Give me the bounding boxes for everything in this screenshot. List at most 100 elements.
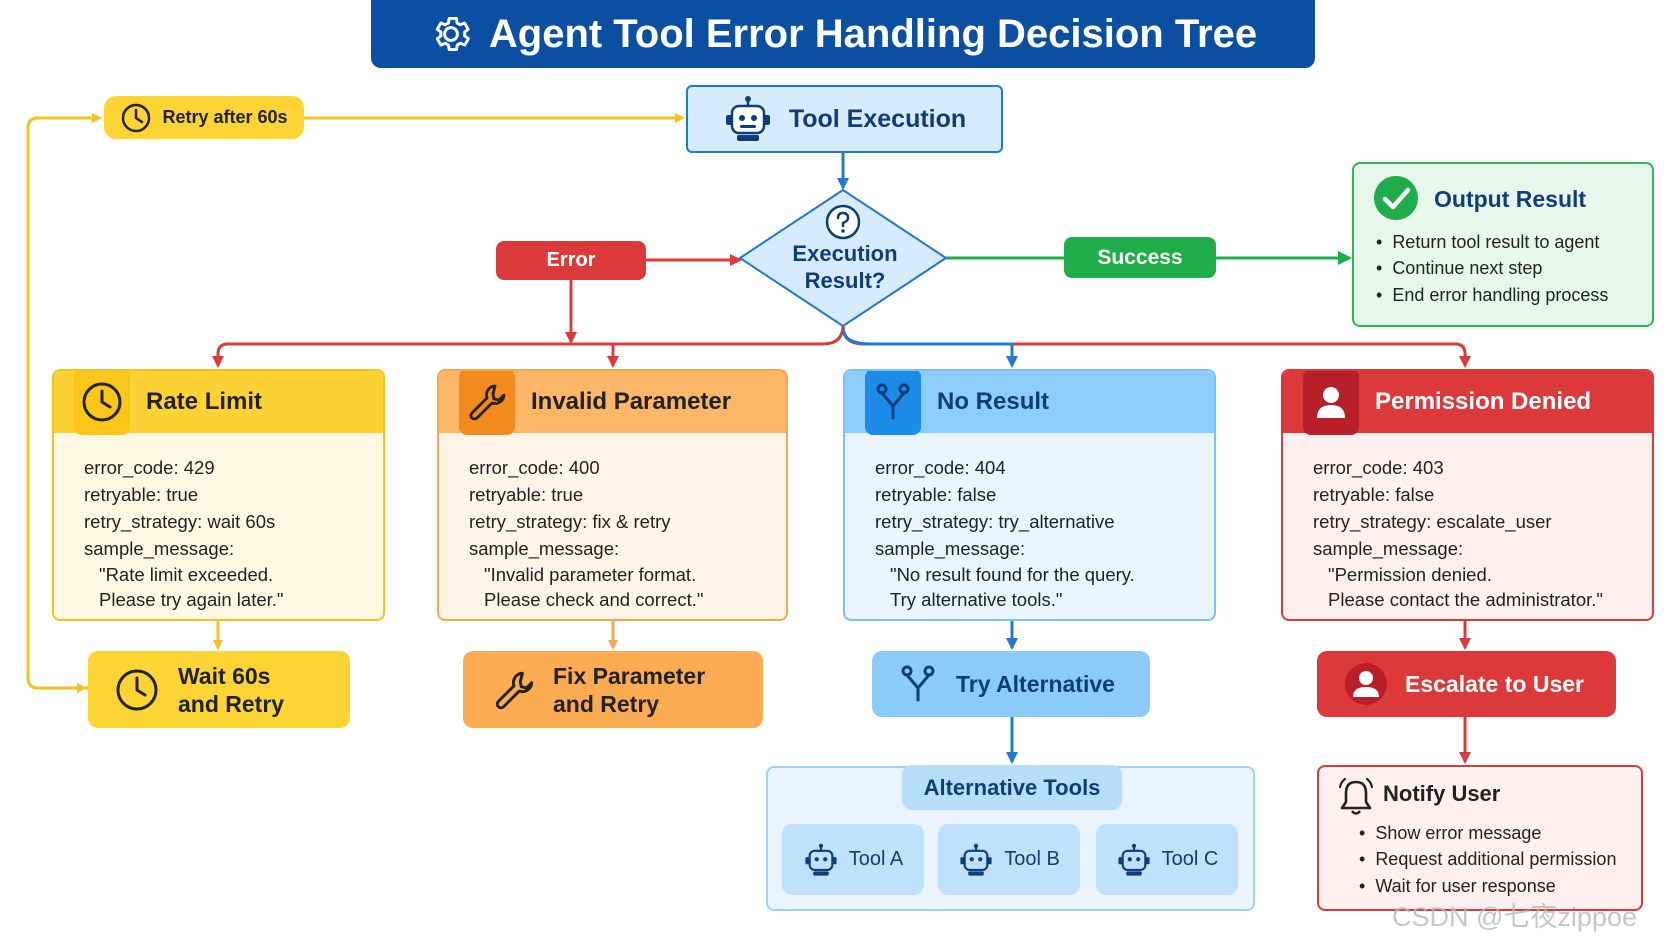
notify-list: Show error message Request additional pe… — [1359, 820, 1616, 900]
fix-line-1: Fix Parameter — [553, 662, 706, 689]
error-code: error_code: 404 — [875, 457, 1006, 478]
tool-execution-node: Tool Execution — [686, 85, 1003, 153]
escalate-to-user-node: Escalate to User — [1317, 651, 1616, 717]
escalate-label: Escalate to User — [1405, 671, 1584, 697]
decision-diamond — [738, 188, 948, 328]
retry-strategy: retry_strategy: fix & retry — [469, 511, 671, 532]
clock-icon — [122, 103, 151, 132]
error-code: error_code: 400 — [469, 457, 600, 478]
rate-limit-body: error_code: 429 retryable: true retry_st… — [84, 454, 283, 612]
tool-a-label: Tool A — [848, 848, 904, 870]
page-title: Agent Tool Error Handling Decision Tree — [488, 11, 1258, 56]
wrench-icon — [495, 671, 534, 709]
retry-after-pill: Retry after 60s — [104, 96, 304, 139]
output-result-node: Output Result Return tool result to agen… — [1352, 162, 1654, 327]
notify-title: Notify User — [1383, 781, 1501, 806]
bell-icon — [1338, 777, 1374, 815]
tool-b-node: Tool B — [938, 824, 1080, 895]
permission-denied-title: Permission Denied — [1375, 388, 1592, 415]
robot-icon — [805, 843, 837, 876]
sample-message-line: "No result found for the query. — [890, 564, 1135, 585]
sample-message-line: Try alternative tools." — [890, 589, 1063, 610]
tool-b-label: Tool B — [1004, 848, 1060, 870]
list-item: Continue next step — [1376, 256, 1608, 283]
check-icon — [1374, 176, 1418, 220]
no-result-card: No Result error_code: 404 retryable: fal… — [843, 369, 1216, 621]
try-alternative-node: Try Alternative — [872, 651, 1150, 717]
clock-icon — [116, 669, 158, 710]
error-label-pill: Error — [496, 241, 646, 280]
rate-limit-title: Rate Limit — [146, 388, 263, 415]
sample-message-line: Please contact the administrator." — [1328, 589, 1603, 610]
robot-icon — [1118, 843, 1150, 876]
tool-c-label: Tool C — [1161, 848, 1219, 870]
sample-message-line: Please try again later." — [99, 589, 284, 610]
tool-a-node: Tool A — [782, 824, 924, 895]
invalid-parameter-header: Invalid Parameter — [439, 371, 786, 435]
user-icon — [1345, 663, 1387, 705]
sample-message-line: Please check and correct." — [484, 589, 704, 610]
permission-denied-body: error_code: 403 retryable: false retry_s… — [1313, 454, 1603, 612]
no-result-title: No Result — [937, 388, 1050, 415]
rate-limit-header: Rate Limit — [54, 371, 383, 435]
decision-label: Execution Result? — [770, 240, 920, 294]
gear-icon — [435, 16, 470, 52]
branch-icon — [901, 665, 935, 702]
retryable: retryable: false — [1313, 484, 1435, 505]
alternative-tools-label: Alternative Tools — [902, 765, 1122, 810]
output-list: Return tool result to agent Continue nex… — [1376, 229, 1608, 309]
robot-icon — [725, 96, 770, 141]
list-item: Return tool result to agent — [1376, 229, 1608, 256]
sample-message-label: sample_message: — [875, 538, 1026, 559]
error-label: Error — [546, 249, 596, 271]
wait-line-2: and Retry — [178, 690, 285, 717]
invalid-parameter-title: Invalid Parameter — [531, 388, 732, 415]
output-title: Output Result — [1434, 186, 1587, 212]
permission-denied-header: Permission Denied — [1283, 371, 1652, 435]
retry-strategy: retry_strategy: escalate_user — [1313, 511, 1552, 532]
success-label-pill: Success — [1064, 237, 1216, 278]
invalid-parameter-body: error_code: 400 retryable: true retry_st… — [469, 454, 703, 612]
sample-message-label: sample_message: — [84, 538, 235, 559]
sample-message-line: "Permission denied. — [1328, 564, 1492, 585]
retry-after-label: Retry after 60s — [162, 107, 288, 127]
wrench-icon — [459, 371, 515, 435]
decision-line-2: Result? — [804, 268, 886, 293]
fix-line-2: and Retry — [553, 690, 660, 717]
retry-strategy: retry_strategy: try_alternative — [875, 511, 1115, 532]
error-code: error_code: 403 — [1313, 457, 1444, 478]
distribution-blue-nores — [841, 329, 1018, 368]
retry-loop-line — [26, 113, 102, 690]
error-code: error_code: 429 — [84, 457, 215, 478]
sample-message-line: "Rate limit exceeded. — [99, 564, 274, 585]
user-icon — [1303, 371, 1359, 435]
distribution-red-left — [212, 324, 845, 368]
retryable: retryable: false — [875, 484, 997, 505]
retryable: retryable: true — [84, 484, 199, 505]
rate-limit-card: Rate Limit error_code: 429 retryable: tr… — [52, 369, 385, 621]
wait-and-retry-node: Wait 60s and Retry — [88, 651, 350, 728]
tool-c-node: Tool C — [1096, 824, 1238, 895]
sample-message-line: "Invalid parameter format. — [484, 564, 697, 585]
robot-icon — [960, 843, 992, 876]
invalid-parameter-card: Invalid Parameter error_code: 400 retrya… — [437, 369, 788, 621]
wait-line-1: Wait 60s — [178, 662, 271, 689]
branch-icon — [865, 371, 921, 435]
permission-denied-card: Permission Denied error_code: 403 retrya… — [1281, 369, 1654, 621]
list-item: Show error message — [1359, 820, 1616, 847]
sample-message-label: sample_message: — [1313, 538, 1464, 559]
notify-user-node: Notify User Show error message Request a… — [1317, 765, 1643, 911]
list-item: End error handling process — [1376, 282, 1608, 309]
title-banner: Agent Tool Error Handling Decision Tree — [371, 0, 1315, 68]
question-icon — [825, 204, 861, 240]
decision-line-1: Execution — [792, 241, 898, 266]
success-label: Success — [1097, 245, 1183, 269]
retry-strategy: retry_strategy: wait 60s — [84, 511, 276, 532]
try-alternative-label: Try Alternative — [956, 671, 1115, 697]
watermark: CSDN @七夜zippoe — [1392, 902, 1637, 932]
no-result-header: No Result — [845, 371, 1214, 435]
list-item: Wait for user response — [1359, 873, 1616, 900]
no-result-body: error_code: 404 retryable: false retry_s… — [875, 454, 1135, 612]
clock-icon — [74, 371, 130, 435]
